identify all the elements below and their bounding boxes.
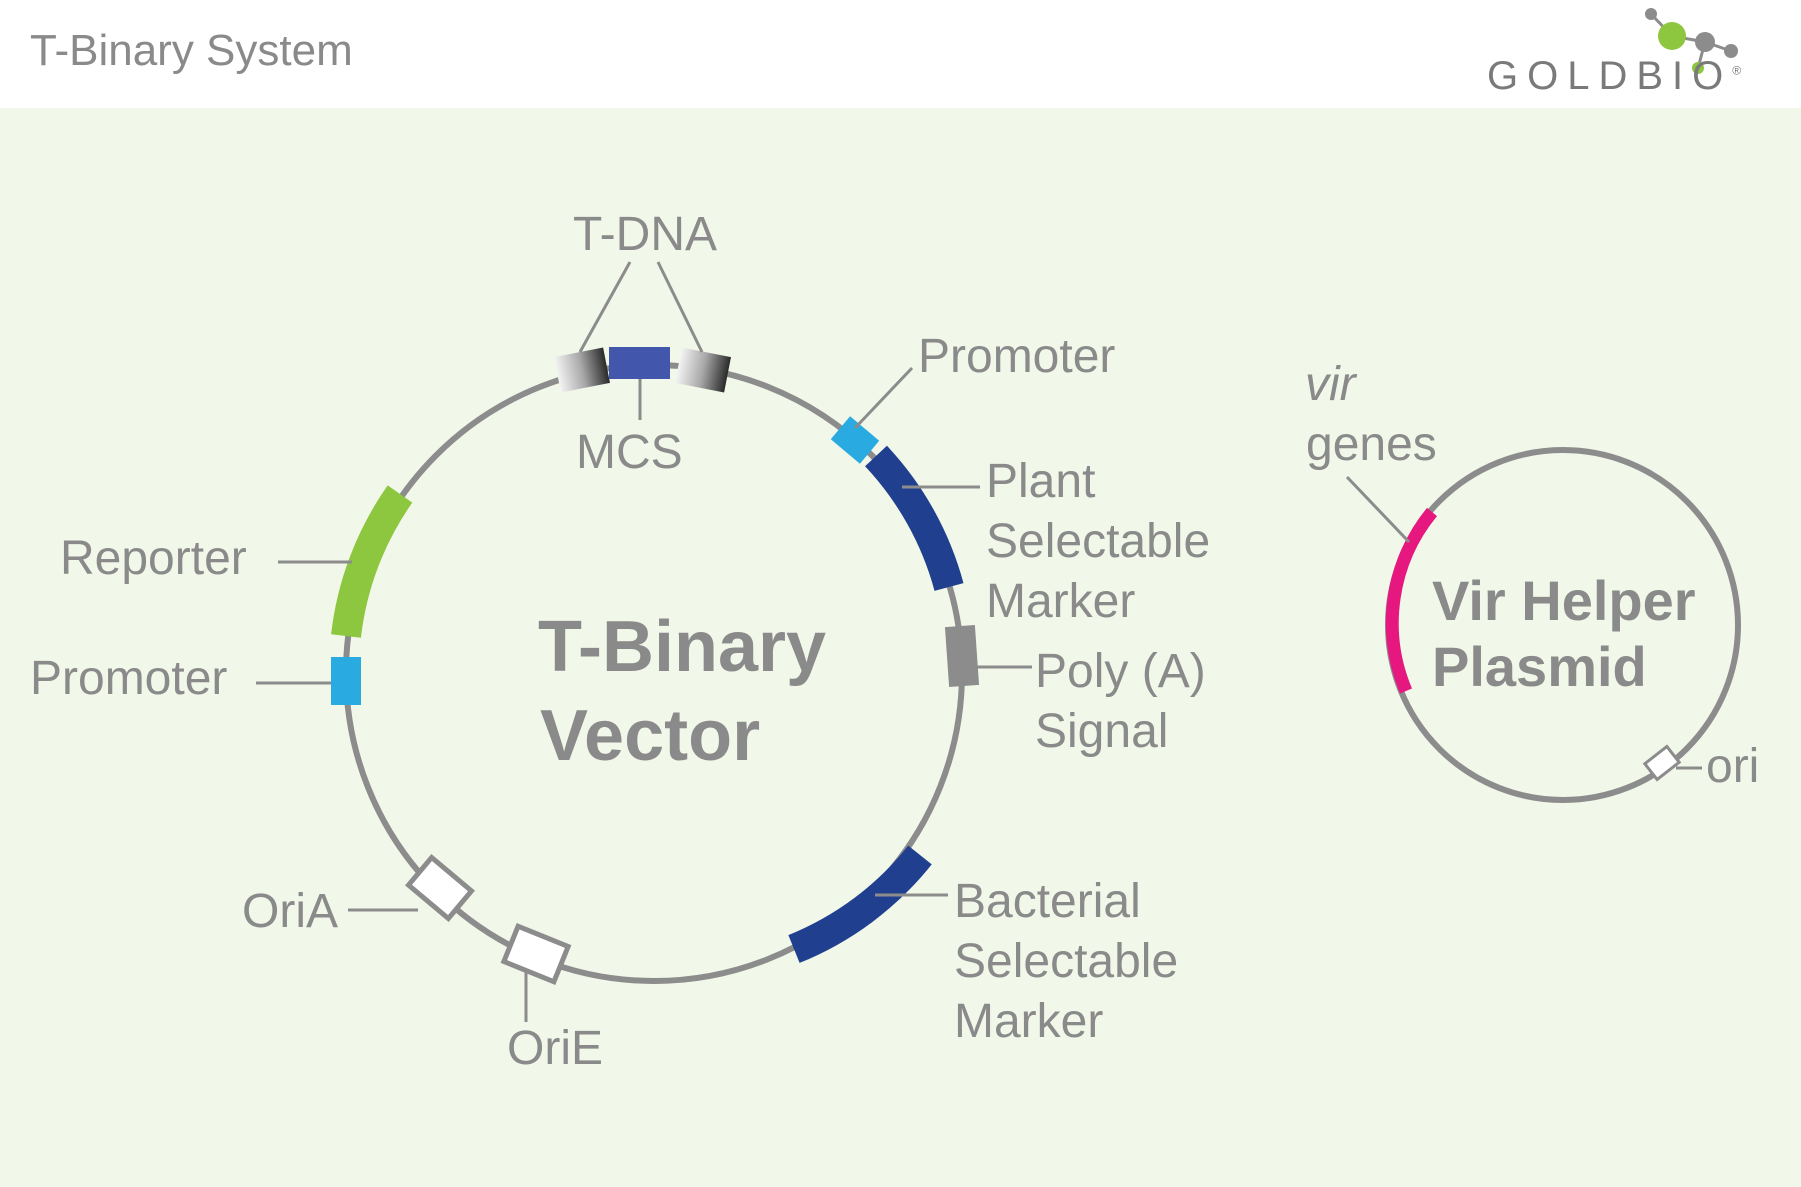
- plant-selectable-marker: [864, 445, 964, 592]
- promoter-left-block: [331, 657, 361, 705]
- label-orie: OriE: [507, 1022, 603, 1075]
- label-tdna: T-DNA: [573, 208, 717, 261]
- reporter-block: [331, 485, 413, 638]
- plasmid-diagram: T-DNA MCS Promoter Plant Selectable Mark…: [30, 208, 1759, 1075]
- mcs-block: [609, 347, 670, 379]
- logo-text: GOLDBIO: [1487, 54, 1733, 98]
- label-reporter: Reporter: [60, 532, 247, 585]
- label-bact-1: Bacterial: [954, 875, 1141, 928]
- promoter-right-block: [830, 416, 880, 464]
- label-mcs: MCS: [576, 426, 683, 479]
- polya-block: [944, 625, 980, 687]
- logo-wordmark: GOLDBIO®: [1487, 54, 1741, 99]
- bacterial-selectable-marker: [788, 845, 932, 963]
- logo-registered: ®: [1732, 63, 1742, 78]
- label-polya-2: Signal: [1035, 705, 1168, 758]
- oria-block: [404, 853, 476, 923]
- page-title: T-Binary System: [30, 26, 353, 75]
- label-bact-2: Selectable: [954, 935, 1178, 988]
- orie-block: [500, 923, 572, 985]
- label-polya-1: Poly (A): [1035, 645, 1206, 698]
- tdna-left-border: [554, 347, 610, 393]
- goldbio-logo: GOLDBIO®: [1485, 2, 1765, 102]
- label-promoter-right: Promoter: [918, 330, 1115, 383]
- label-plant-2: Selectable: [986, 515, 1210, 568]
- vector-title-line1: T-Binary: [538, 607, 826, 687]
- helper-title-line1: Vir Helper: [1432, 569, 1696, 632]
- vector-title-line2: Vector: [540, 696, 760, 776]
- label-genes: genes: [1306, 418, 1437, 471]
- helper-title-line2: Plasmid: [1432, 635, 1647, 698]
- ori-block: [1642, 744, 1682, 782]
- label-plant-1: Plant: [986, 455, 1095, 508]
- molecule-logo-icon: [1645, 8, 1738, 74]
- label-bact-3: Marker: [954, 995, 1103, 1048]
- label-promoter-left: Promoter: [30, 652, 227, 705]
- diagram-panel: T-DNA MCS Promoter Plant Selectable Mark…: [0, 108, 1801, 1187]
- vir-genes-block: [1385, 507, 1438, 694]
- header: T-Binary System GOLDBIO®: [0, 0, 1801, 108]
- label-oria: OriA: [242, 885, 338, 938]
- label-ori: ori: [1706, 740, 1759, 793]
- tdna-right-border: [675, 347, 731, 393]
- label-plant-3: Marker: [986, 575, 1135, 628]
- label-vir: vir: [1305, 358, 1358, 411]
